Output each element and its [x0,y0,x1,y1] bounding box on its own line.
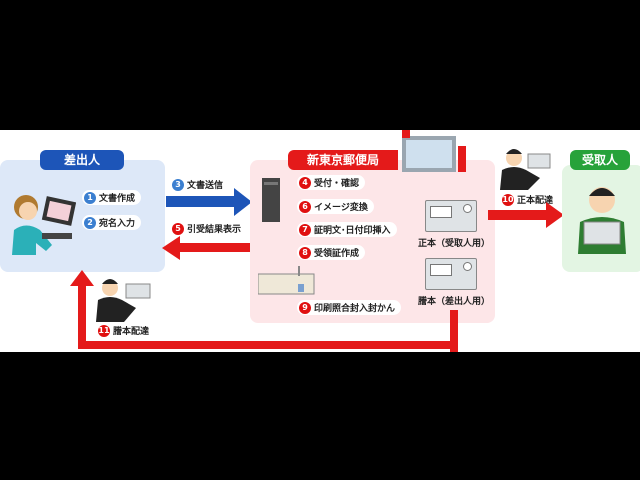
step-number: 5 [172,222,184,235]
courier-original-icon [500,149,551,190]
step-label: 正本配達 [517,196,554,206]
step-label: 謄本配達 [113,327,150,337]
sender-person-at-computer-icon [12,195,76,255]
step-label: 文書送信 [187,181,224,191]
original-document-label: 正本（受取人用） [418,239,491,249]
receiver-title: 受取人 [570,150,630,170]
step-label: 宛名入力 [99,219,136,229]
step-number: 10 [502,193,514,206]
step-label: 受領証作成 [314,249,360,259]
copy-document-envelope-icon [425,258,477,290]
step-number: 9 [299,301,311,314]
courier-copy-icon [96,279,151,322]
step-label: 引受結果表示 [187,225,242,235]
post-office-panel [250,160,495,323]
step-number: 11 [98,324,110,337]
result-arrow [162,236,250,260]
step-label: 受付・確認 [314,179,360,189]
step-number: 8 [299,246,311,259]
sender-title: 差出人 [40,150,124,170]
server-icon [262,178,280,222]
step-label: 証明文･日付印挿入 [314,226,391,236]
step-label: 文書作成 [99,194,136,204]
copy-delivery-arrowhead [70,270,94,286]
step-number: 4 [299,176,311,189]
step-number: 3 [172,178,184,191]
step-number: 1 [84,191,96,204]
post-office-building-icon [402,130,466,172]
original-document-envelope-icon [425,200,477,232]
post-office-title: 新東京郵便局 [288,150,398,170]
step-number: 7 [299,223,311,236]
printing-machine-icon [258,266,315,295]
copy-document-label: 謄本（差出人用） [418,297,491,307]
receiver-person-icon [578,187,626,254]
step-label: イメージ変換 [314,203,368,213]
original-delivery-arrow [488,202,564,228]
copy-delivery-arrow-horizontal [78,341,458,349]
copy-delivery-arrow-down [450,310,458,352]
step-number: 2 [84,216,96,229]
step-number: 6 [299,200,311,213]
copy-delivery-arrow-up [78,284,86,349]
step-label: 印刷照合封入封かん [314,304,396,314]
send-arrow [166,188,252,216]
